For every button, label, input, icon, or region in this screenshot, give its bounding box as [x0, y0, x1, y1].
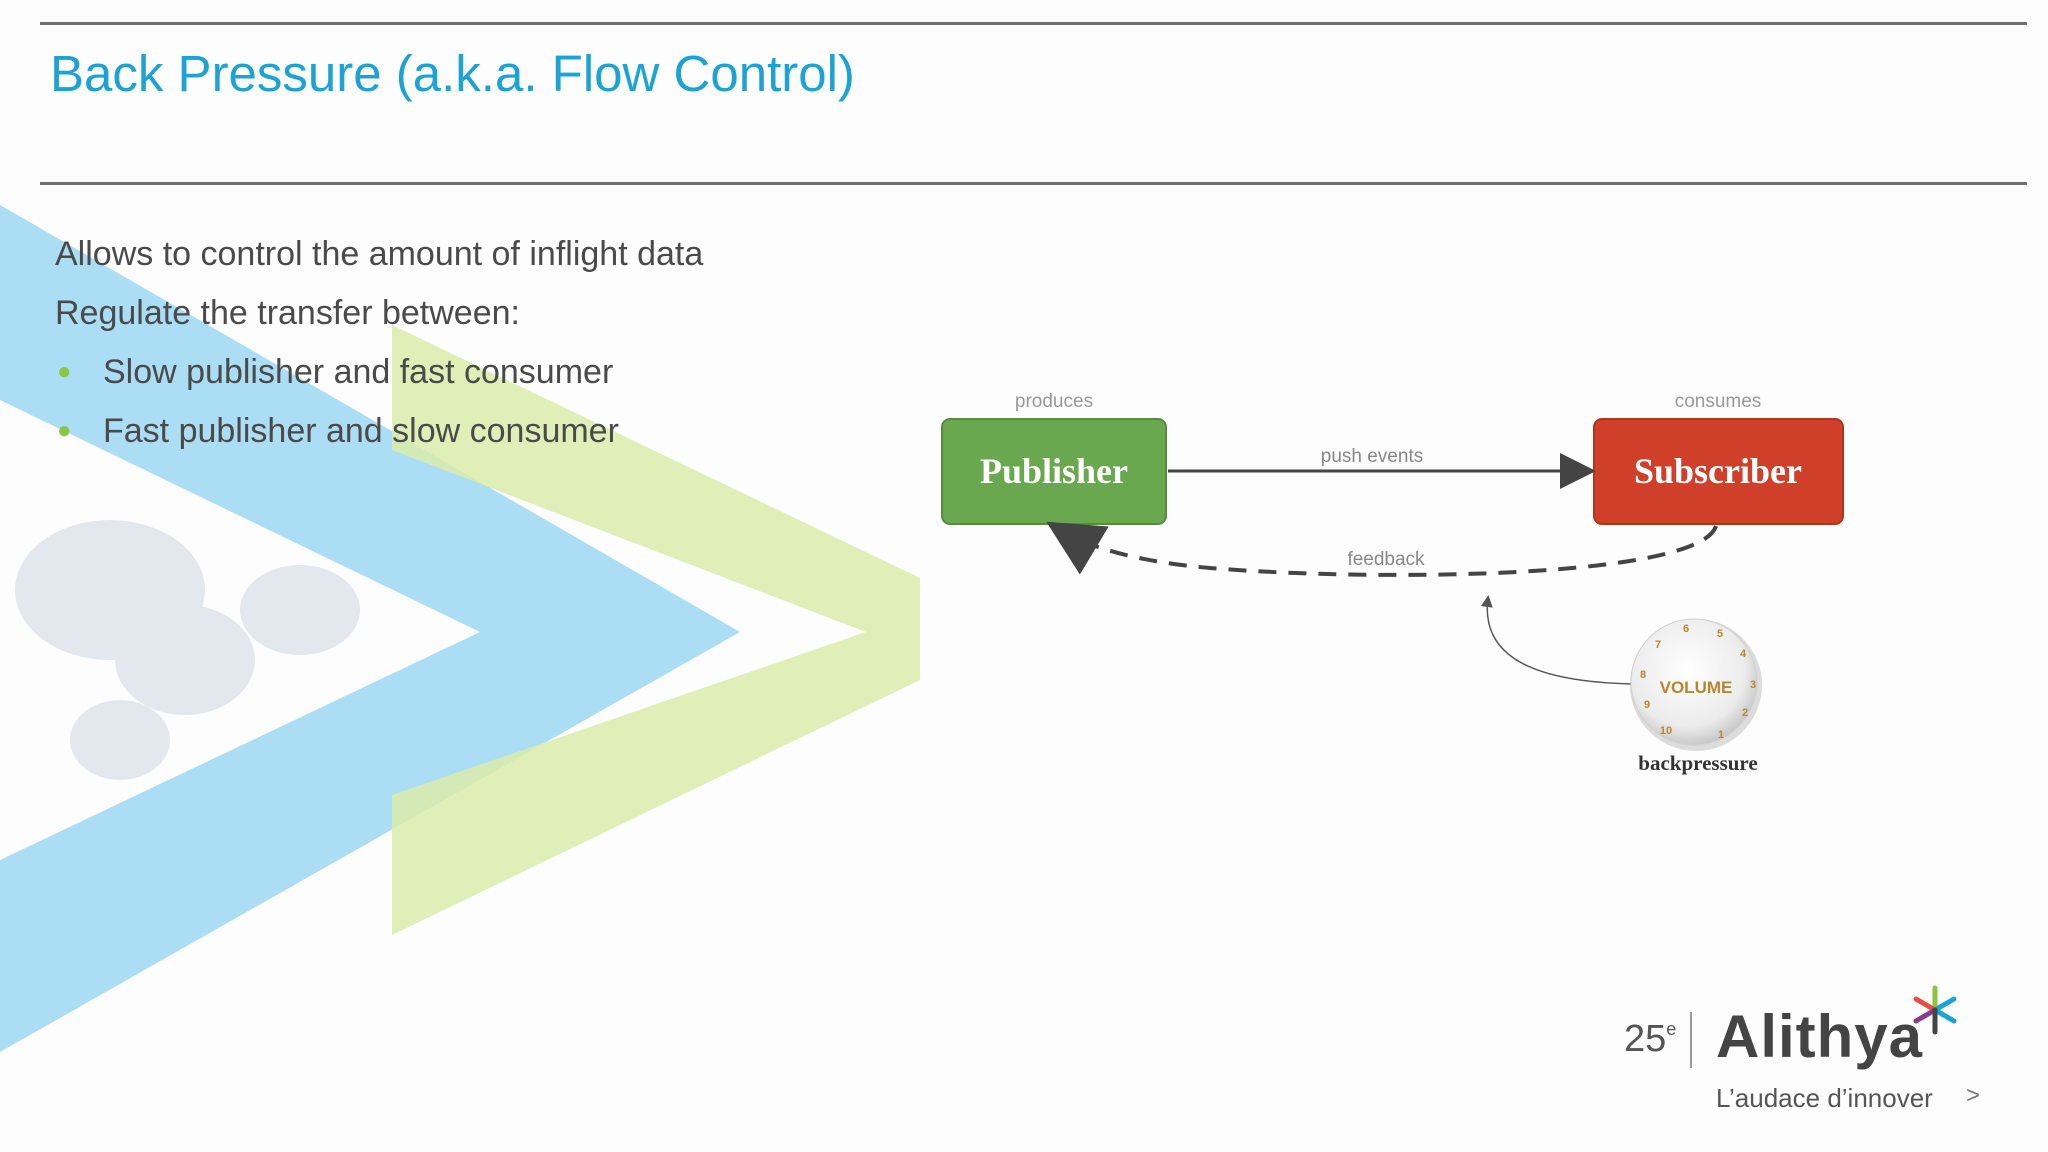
- push-events-label: push events: [1321, 446, 1423, 467]
- knob-dial-number: 4: [1740, 648, 1747, 660]
- knob-dial-number: 2: [1742, 707, 1748, 719]
- knob-dial-number: 3: [1750, 679, 1756, 691]
- backpressure-caption: backpressure: [1638, 751, 1757, 775]
- title-divider: [40, 182, 2027, 185]
- publisher-label: Publisher: [980, 451, 1128, 491]
- feedback-label: feedback: [1347, 549, 1425, 570]
- knob-dial-number: 7: [1655, 639, 1661, 651]
- slide-title: Back Pressure (a.k.a. Flow Control): [50, 45, 855, 102]
- anniversary-suffix: e: [1666, 1019, 1677, 1040]
- anniversary-mark: 25e: [1624, 1018, 1676, 1061]
- knob-dial-number: 6: [1683, 623, 1689, 635]
- world-map-pattern: [15, 520, 360, 780]
- knob-dial-number: 8: [1640, 669, 1646, 681]
- subscriber-caption: consumes: [1675, 391, 1762, 412]
- brand-logo: Alithya: [1716, 1003, 1924, 1070]
- bullet-dot-icon: ●: [57, 358, 72, 385]
- brand-star-icon: [1913, 985, 1957, 1035]
- knob-dial-number: 5: [1717, 628, 1723, 640]
- top-rule: [40, 22, 2027, 25]
- logo-separator: [1690, 1012, 1692, 1068]
- knob-dial-number: 10: [1660, 725, 1672, 737]
- subscriber-label: Subscriber: [1634, 451, 1802, 491]
- knob-label: VOLUME: [1660, 678, 1733, 697]
- knob-pointer-arrow: [1480, 595, 1634, 685]
- knob-dial-number: 1: [1718, 729, 1724, 741]
- bullet-dot-icon: ●: [57, 417, 72, 444]
- green-chevron: [392, 325, 920, 935]
- bullet-text: Slow publisher and fast consumer: [103, 353, 614, 391]
- brand-tagline: L’audace d’innover: [1716, 1083, 1933, 1113]
- volume-knob-icon: VOLUME 1 2 3 4 5 6 7 8 9 10: [1630, 618, 1762, 751]
- blue-chevron: [0, 205, 740, 1052]
- knob-dial-number: 9: [1644, 699, 1650, 711]
- bullet-text: Fast publisher and slow consumer: [103, 412, 619, 450]
- anniversary-number: 25: [1624, 1018, 1667, 1060]
- body-line: Allows to control the amount of inflight…: [55, 235, 704, 273]
- slide-body: Allows to control the amount of inflight…: [55, 232, 815, 468]
- feedback-arrow: [1046, 521, 1718, 577]
- publisher-caption: produces: [1015, 391, 1093, 412]
- bullet-item: ● Slow publisher and fast consumer: [55, 350, 815, 409]
- next-slide-button[interactable]: >: [1966, 1082, 1981, 1109]
- bullet-item: ● Fast publisher and slow consumer: [55, 409, 815, 468]
- body-line: Regulate the transfer between:: [55, 294, 520, 332]
